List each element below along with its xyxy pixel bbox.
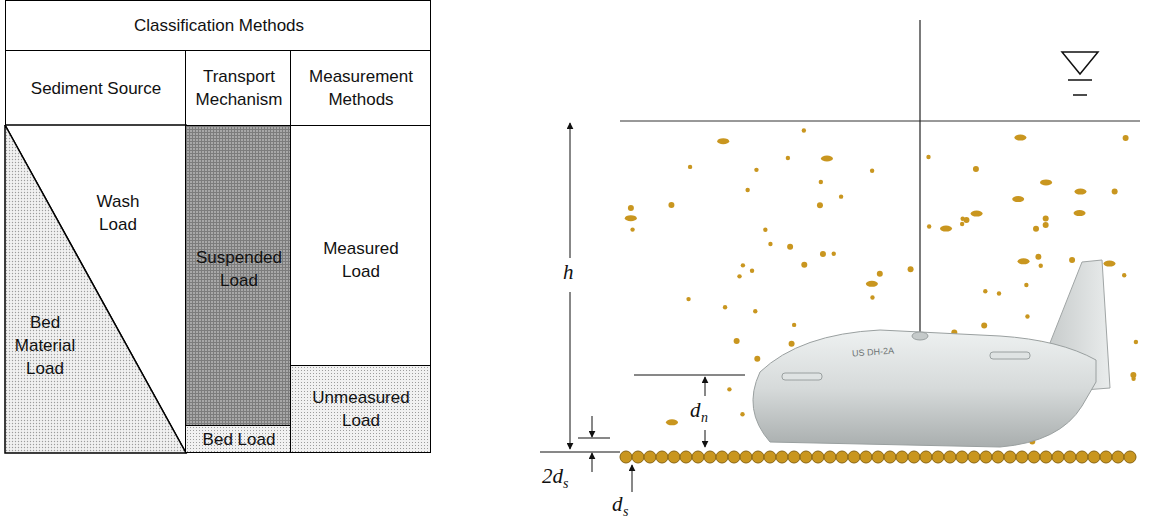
cell-text: Measured Load bbox=[311, 238, 411, 284]
thickness-arrow bbox=[592, 416, 593, 437]
depth-dimension bbox=[570, 123, 571, 258]
grain-size-arrow bbox=[632, 465, 633, 492]
cell-text: Bed Load bbox=[203, 429, 276, 452]
depth-dimension bbox=[570, 292, 571, 449]
cell-text: Unmeasured Load bbox=[301, 387, 421, 433]
cell-text: Sediment Source bbox=[31, 78, 161, 101]
cell-text: Measurement Methods bbox=[299, 66, 424, 112]
bed-grains bbox=[620, 451, 1136, 463]
bed-material-region: Bed Material Load bbox=[5, 125, 186, 453]
cell-text: Suspended Load bbox=[190, 247, 288, 293]
cell-text: Classification Methods bbox=[134, 15, 304, 38]
nozzle-height-arrow bbox=[705, 430, 706, 447]
cell-text: Wash Load bbox=[87, 191, 149, 237]
water-surface-symbol bbox=[1073, 94, 1087, 96]
measured-load-cell: Measured Load bbox=[290, 125, 431, 366]
suspended-load-cell: Suspended Load bbox=[185, 125, 291, 426]
label-subscript: n bbox=[701, 411, 708, 425]
column-header: Transport Mechanism bbox=[185, 50, 291, 126]
water-surface-symbol bbox=[1068, 79, 1092, 81]
water-surface-symbol bbox=[1062, 52, 1098, 74]
grain-size-label: d bbox=[612, 494, 623, 515]
sampler bbox=[753, 260, 1110, 447]
unmeasured-load-cell: Unmeasured Load bbox=[290, 365, 431, 453]
layer-thickness-label: 2d bbox=[542, 466, 563, 487]
label-subscript: s bbox=[563, 477, 568, 491]
cell-text: Transport Mechanism bbox=[190, 66, 288, 112]
column-header: Measurement Methods bbox=[290, 50, 431, 126]
triangle-outline bbox=[5, 125, 186, 453]
water-surface bbox=[620, 121, 1140, 122]
bed-reference-line bbox=[540, 452, 620, 453]
suspension-cable bbox=[919, 20, 920, 334]
depth-label: h bbox=[563, 262, 574, 283]
nozzle-height-arrow bbox=[705, 377, 706, 396]
nozzle-height-label: d bbox=[690, 400, 701, 421]
column-header: Sediment Source bbox=[5, 50, 186, 126]
header-cell: Classification Methods bbox=[5, 0, 431, 51]
nozzle-height-line bbox=[634, 375, 745, 376]
cell-text: Bed Material Load bbox=[6, 312, 84, 381]
unmeasured-zone-line bbox=[578, 438, 610, 439]
bed-load-cell: Bed Load bbox=[185, 425, 291, 453]
thickness-arrow bbox=[592, 453, 593, 472]
label-subscript: s bbox=[623, 505, 628, 519]
